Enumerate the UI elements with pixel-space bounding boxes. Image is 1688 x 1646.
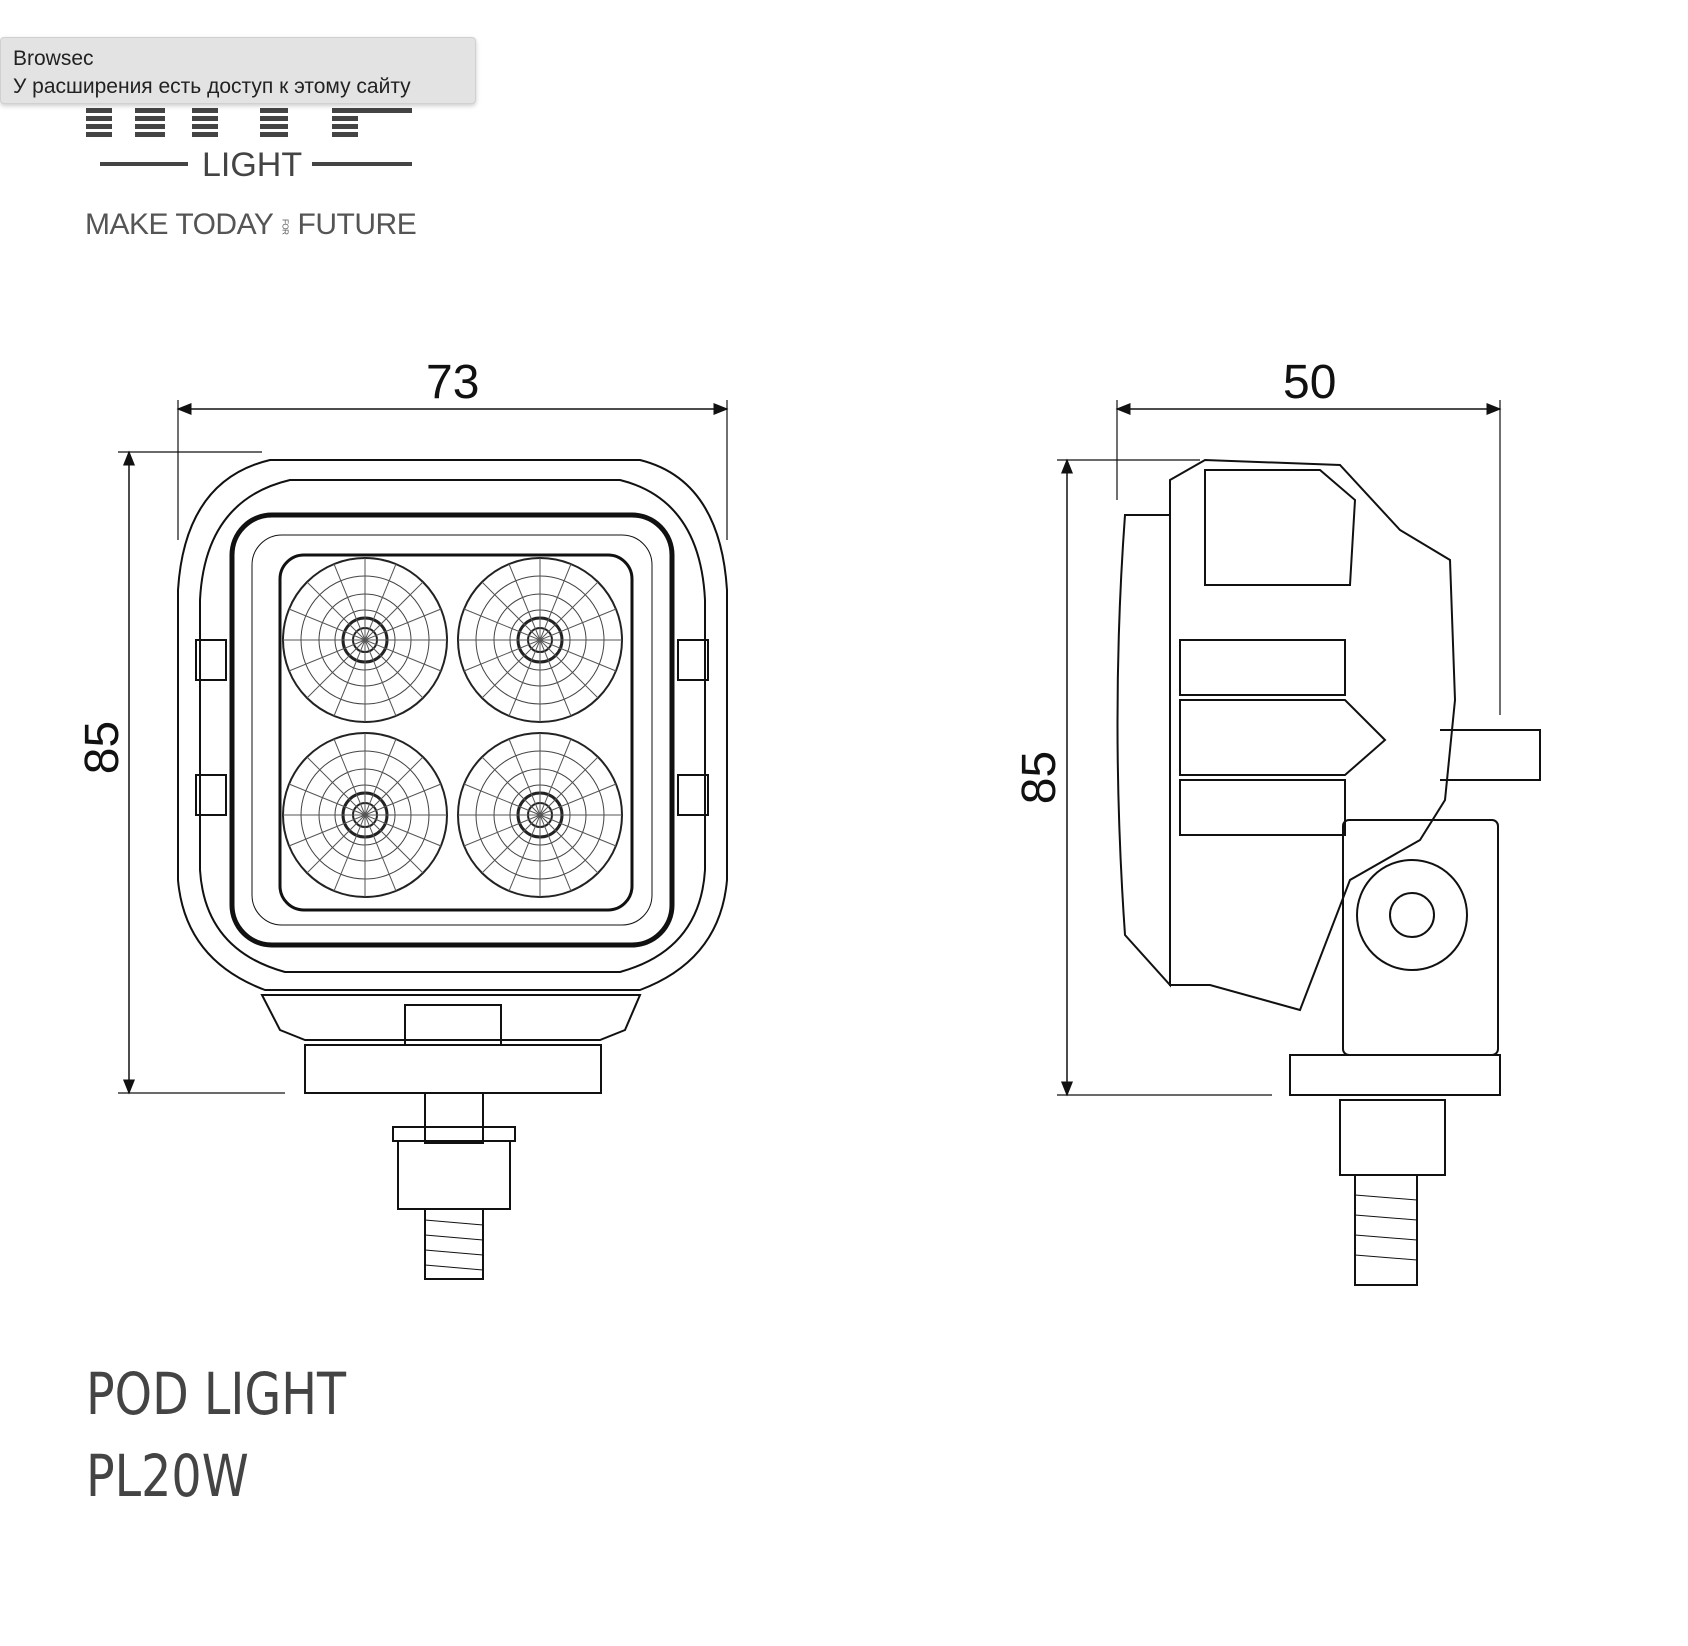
side-view [1057,400,1541,1286]
product-model: PL20W [86,1442,249,1510]
tagline-for: FOR [280,218,290,234]
depth-dimension: 50 [1283,356,1337,409]
tagline-part: FUTURE [297,208,417,241]
width-dimension: 73 [426,356,480,409]
brand-logo: LIGHT [80,80,430,250]
front-view [118,400,729,1280]
tooltip-message: У расширения есть доступ к этому сайту [13,75,411,98]
front-height-dimension: 85 [76,720,130,775]
side-height-dimension: 85 [1013,750,1067,805]
led-lenses [281,556,624,899]
product-name: POD LIGHT [86,1360,347,1428]
logo-word: LIGHT [202,146,303,184]
tagline: MAKE TODAY FOR FUTURE [85,208,417,242]
extension-tooltip: Browsec У расширения есть доступ к этому… [0,37,476,104]
tooltip-title: Browsec [13,47,94,70]
tagline-part: MAKE TODAY [85,208,273,241]
logo-mark [86,108,412,166]
